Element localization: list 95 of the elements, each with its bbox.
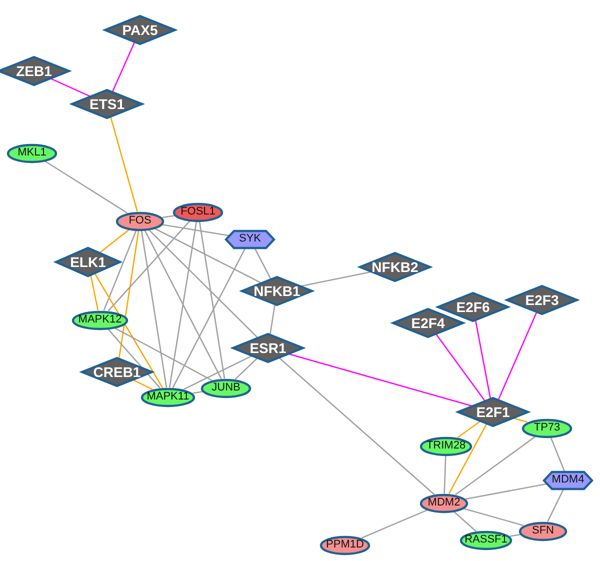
connector-line [512, 417, 528, 423]
gene-label: MDM2 [426, 498, 462, 508]
connector-line [435, 333, 486, 402]
connector-line [183, 355, 253, 390]
connector-line [192, 390, 203, 394]
gene-ellipse [420, 494, 468, 512]
gene-label: ETS1 [88, 97, 126, 111]
connector-line [44, 160, 128, 214]
gene-ellipse [519, 522, 567, 540]
connector-line [94, 272, 164, 388]
gene-diamond [0, 57, 69, 85]
connector-line [99, 228, 130, 254]
connector-line [448, 423, 488, 494]
gene-label: MAPK12 [77, 314, 123, 326]
connector-line [110, 116, 138, 212]
gene-label: ELK1 [69, 255, 107, 269]
gene-ellipse [7, 144, 57, 162]
connector-line [50, 78, 91, 98]
connector-line [234, 357, 258, 380]
gene-diamond [233, 334, 303, 362]
gene-label: CREB1 [92, 365, 142, 379]
connector-line [162, 214, 175, 218]
connector-line [108, 328, 160, 388]
gene-label: TP73 [532, 422, 562, 434]
gene-label: E2F3 [524, 293, 560, 307]
gene-label: SYK [238, 234, 262, 244]
gene-label: TRIM28 [425, 440, 467, 452]
gene-ellipse [522, 418, 572, 438]
connector-line [300, 271, 372, 287]
gene-ellipse [116, 212, 164, 230]
connector-line [550, 437, 566, 472]
gene-hexagon [544, 472, 592, 488]
connector-line [474, 320, 492, 400]
connector-line [466, 483, 548, 500]
gene-label: SFN [531, 526, 555, 536]
gene-diamond [458, 398, 528, 426]
connector-line [162, 224, 230, 236]
connector-line [168, 221, 198, 388]
gene-label: PAX5 [121, 23, 159, 37]
connector-line [144, 230, 222, 379]
connector-line [90, 274, 99, 311]
gene-label: E2F4 [410, 316, 446, 330]
gene-label: MAPK11 [146, 392, 190, 402]
connector-line [510, 534, 521, 537]
connector-line [546, 488, 564, 522]
gene-label: PPM1D [325, 540, 365, 550]
gene-label: MDM4 [550, 474, 586, 486]
connector-line [498, 312, 538, 400]
gene-ellipse [460, 530, 512, 550]
connector-line [103, 230, 137, 311]
connector-line [198, 221, 226, 379]
gene-label: FOS [128, 216, 152, 226]
gene-label: ZEB1 [15, 64, 53, 78]
gene-diamond [72, 90, 142, 118]
connector-line [269, 304, 276, 335]
connector-line [463, 508, 524, 526]
gene-label: NFKB1 [252, 284, 302, 298]
gene-diamond [242, 277, 312, 305]
connector-line [112, 42, 136, 92]
gene-ellipse [173, 202, 223, 222]
gene-diamond [56, 248, 120, 276]
gene-label: E2F6 [455, 300, 491, 314]
gene-diamond [82, 358, 152, 386]
connector-line [361, 509, 428, 539]
connector-line [118, 230, 140, 359]
connector-line [453, 511, 476, 532]
gene-ellipse [141, 388, 195, 406]
connector-line [148, 229, 258, 338]
connector-line [132, 379, 153, 390]
gene-label: E2F1 [475, 405, 511, 419]
gene-label: ESR1 [248, 341, 288, 355]
gene-ellipse [72, 310, 128, 330]
gene-label: FOSL1 [180, 206, 216, 218]
gene-diamond [507, 286, 577, 314]
connector-line [140, 230, 168, 388]
connector-line [254, 247, 272, 280]
connector-line [114, 327, 212, 381]
gene-ellipse [420, 436, 472, 456]
connector-line [288, 353, 473, 407]
gene-ellipse [320, 536, 370, 554]
connector-line [455, 436, 536, 496]
gene-label: MKL1 [16, 148, 48, 158]
gene-ellipse [201, 378, 251, 398]
connector-line [108, 220, 190, 312]
connector-line [154, 228, 262, 284]
gene-label: NFKB2 [370, 260, 420, 274]
connector-line [278, 357, 435, 495]
gene-label: RASSF1 [464, 534, 508, 546]
connector-line [457, 420, 481, 438]
connector-line [172, 247, 246, 388]
gene-label: JUNB [210, 382, 242, 394]
gene-diamond [360, 253, 430, 281]
connector-line [444, 455, 446, 494]
gene-diamond [105, 16, 175, 44]
gene-hexagon [226, 230, 274, 248]
